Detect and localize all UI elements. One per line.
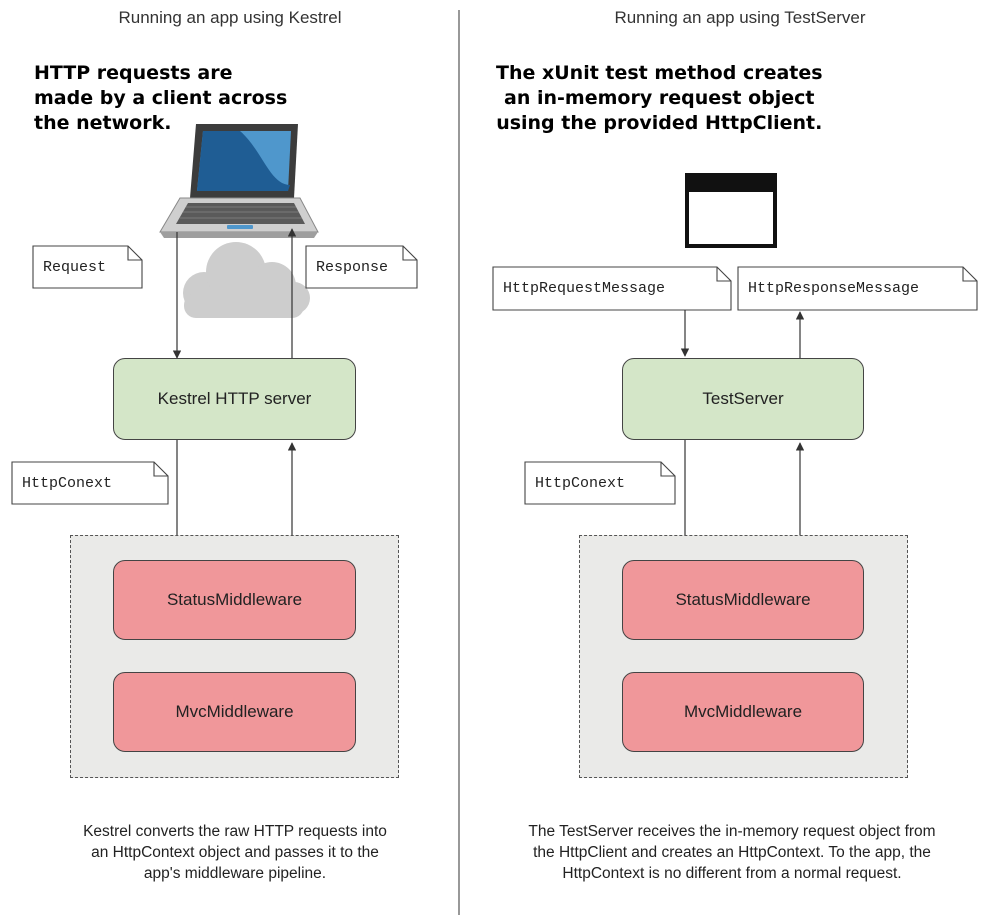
- right-caption-line: the HttpClient and creates an HttpContex…: [533, 844, 931, 861]
- httpcontext-note-right: HttpConext: [535, 474, 626, 492]
- request-note-shape: [32, 245, 143, 289]
- mvc-middleware-box: MvcMiddleware: [113, 672, 356, 752]
- status-middleware-box: StatusMiddleware: [113, 560, 356, 640]
- right-caption: The TestServer receives the in-memory re…: [470, 821, 994, 884]
- status-middleware-label: StatusMiddleware: [166, 590, 303, 609]
- kestrel-server-box: Kestrel HTTP server: [113, 358, 356, 440]
- left-intro: HTTP requests are made by a client acros…: [34, 61, 287, 136]
- httpcontext-note: HttpConext: [22, 474, 113, 492]
- response-message-note: HttpResponseMessage: [748, 280, 920, 297]
- request-message-note-shape: [492, 266, 732, 311]
- mvc-middleware-box-right: MvcMiddleware: [622, 672, 864, 752]
- testserver-box: TestServer: [622, 358, 864, 440]
- window-icon: [685, 173, 777, 248]
- testserver-label: TestServer: [702, 389, 784, 408]
- laptop-icon: [159, 124, 319, 238]
- request-message-note: HttpRequestMessage: [503, 280, 666, 297]
- right-intro-line: using the provided HttpClient.: [496, 112, 823, 134]
- right-intro: The xUnit test method creates an in-memo…: [496, 61, 823, 136]
- left-panel-title: Running an app using Kestrel: [118, 8, 342, 27]
- context-note-shape: [11, 461, 169, 505]
- right-caption-line: HttpContext is no different from a norma…: [562, 865, 902, 882]
- right-panel-title: Running an app using TestServer: [614, 8, 866, 27]
- cloud-icon: [183, 242, 310, 318]
- response-note: Response: [316, 258, 389, 276]
- request-note: Request: [43, 258, 107, 276]
- left-caption-line: Kestrel converts the raw HTTP requests i…: [83, 823, 387, 840]
- left-caption-line: an HttpContext object and passes it to t…: [91, 844, 379, 861]
- response-note-shape: [305, 245, 418, 289]
- kestrel-server-label: Kestrel HTTP server: [157, 389, 312, 408]
- left-intro-line: made by a client across: [34, 87, 288, 109]
- left-caption: Kestrel converts the raw HTTP requests i…: [20, 821, 450, 884]
- right-intro-line: an in-memory request object: [504, 87, 815, 109]
- right-caption-line: The TestServer receives the in-memory re…: [528, 823, 936, 840]
- left-intro-line: HTTP requests are: [34, 62, 233, 84]
- status-middleware-box-right: StatusMiddleware: [622, 560, 864, 640]
- status-middleware-label-right: StatusMiddleware: [675, 590, 811, 609]
- mvc-middleware-label-right: MvcMiddleware: [683, 702, 803, 721]
- left-caption-line: app's middleware pipeline.: [143, 865, 327, 882]
- context-note-shape-right: [524, 461, 676, 505]
- left-intro-line: the network.: [34, 112, 172, 134]
- response-message-note-shape: [737, 266, 978, 311]
- right-intro-line: The xUnit test method creates: [496, 62, 823, 84]
- mvc-middleware-label: MvcMiddleware: [175, 702, 294, 721]
